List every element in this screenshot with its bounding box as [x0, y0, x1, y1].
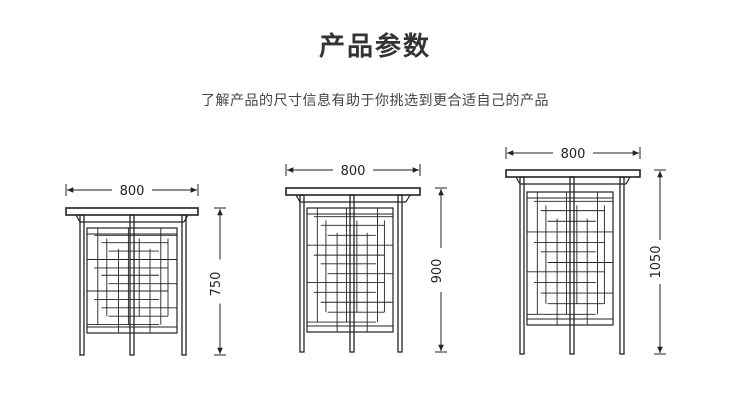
- tabletop: [65, 207, 199, 216]
- apron-right-bevel: [625, 176, 631, 185]
- table-leg: [181, 214, 187, 356]
- table-small-drawing: [65, 184, 226, 356]
- table-small-width-label: 800: [120, 184, 145, 199]
- table-leg: [79, 214, 85, 356]
- apron-left-bevel: [295, 194, 301, 203]
- table-leg: [619, 176, 625, 355]
- table-tall-height-label: 1050: [649, 245, 664, 278]
- table-medium-height-label: 900: [430, 259, 445, 284]
- table-leg: [519, 176, 525, 355]
- table-medium-drawing: [285, 164, 447, 353]
- table-medium-width-label: 800: [341, 164, 366, 179]
- tabletop: [285, 187, 421, 196]
- apron-left-bevel: [75, 214, 81, 223]
- page-title: 产品参数: [318, 32, 431, 62]
- table-leg: [299, 194, 305, 353]
- table-tall-drawing: [505, 147, 666, 355]
- table-leg: [129, 214, 135, 356]
- tabletop: [505, 169, 641, 178]
- lattice-frame: [86, 227, 178, 334]
- table-leg: [569, 176, 575, 355]
- table-small-height-label: 750: [209, 272, 224, 297]
- apron-left-bevel: [515, 176, 521, 185]
- table-leg: [397, 194, 403, 353]
- table-tall-width-label: 800: [561, 147, 586, 162]
- lattice-frame: [306, 207, 394, 333]
- page-subtitle: 了解产品的尺寸信息有助于你挑选到更合适自己的产品: [201, 93, 549, 109]
- apron-right-bevel: [405, 194, 411, 203]
- lattice-frame: [526, 191, 614, 326]
